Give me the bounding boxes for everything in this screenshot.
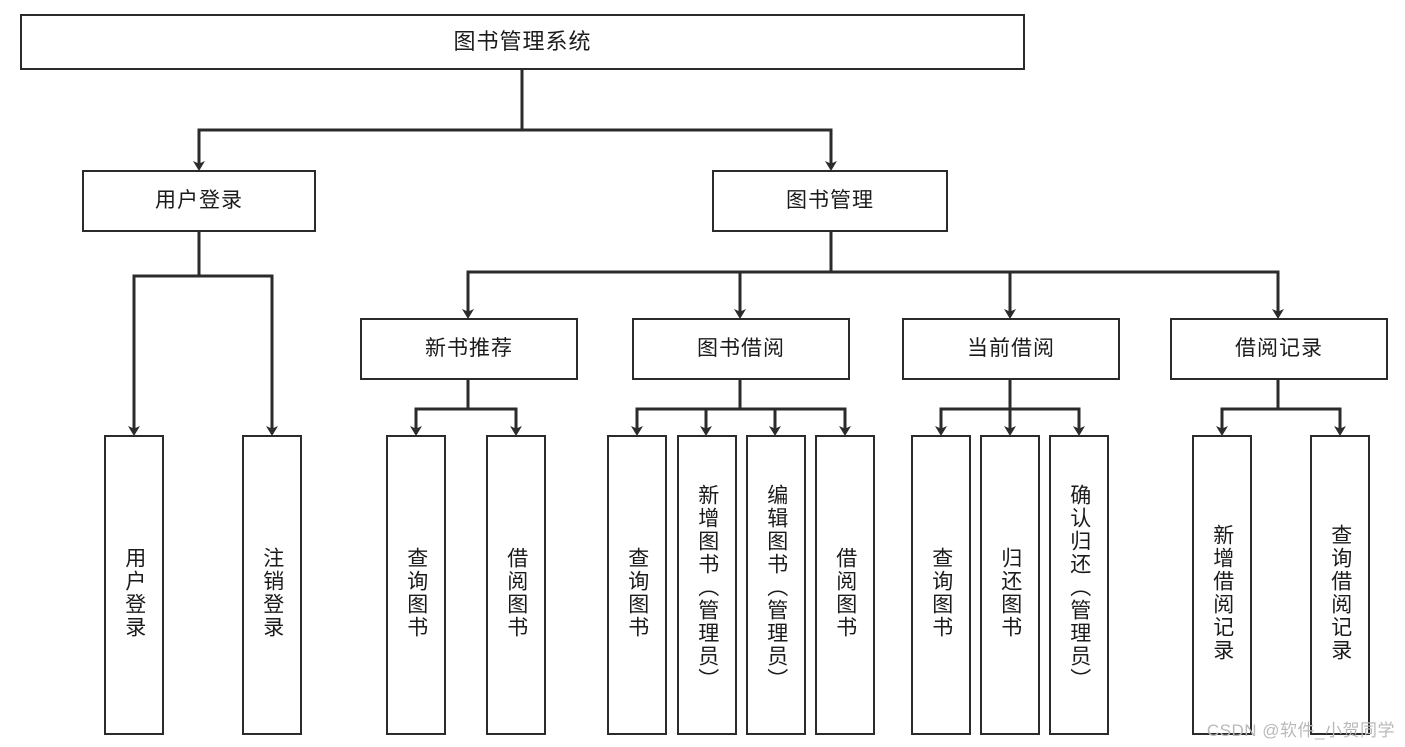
node-label: 图书借阅 [697,337,785,361]
node-label: 查询借阅记录 [1328,524,1352,662]
node-label: 查询图书 [625,547,649,639]
leaf-add-borrow-record[interactable]: 新增借阅记录 [1192,435,1252,735]
leaf-label-wrap: 借阅图书 [488,437,544,733]
node-current-borrow[interactable]: 当前借阅 [902,318,1120,380]
node-book-borrow[interactable]: 图书借阅 [632,318,850,380]
leaf-edit-book-admin[interactable]: 编辑图书（管理员） [746,435,806,735]
node-user-login[interactable]: 用户登录 [82,170,316,232]
leaf-label-wrap: 用户登录 [106,437,162,733]
node-label: 图书管理 [786,189,874,213]
leaf-label-wrap: 新增借阅记录 [1194,437,1250,733]
leaf-return-book[interactable]: 归还图书 [980,435,1040,735]
leaf-label-wrap: 查询图书 [913,437,969,733]
node-label: 确认归还（管理员） [1067,483,1091,691]
leaf-user-login[interactable]: 用户登录 [104,435,164,735]
node-label: 新增图书（管理员） [695,483,719,691]
node-borrow-record[interactable]: 借阅记录 [1170,318,1388,380]
leaf-logout-login[interactable]: 注销登录 [242,435,302,735]
node-label: 图书管理系统 [453,28,592,54]
leaf-query-book-new-recommend[interactable]: 查询图书 [386,435,446,735]
node-label: 借阅图书 [504,547,528,639]
leaf-add-book-admin[interactable]: 新增图书（管理员） [677,435,737,735]
leaf-label-wrap: 确认归还（管理员） [1051,437,1107,733]
node-book-manage[interactable]: 图书管理 [712,170,948,232]
node-label: 用户登录 [122,547,146,639]
node-label: 编辑图书（管理员） [764,483,788,691]
node-label: 注销登录 [260,547,284,639]
node-label: 用户登录 [155,189,243,213]
node-label: 当前借阅 [967,337,1055,361]
node-label: 查询图书 [404,547,428,639]
leaf-label-wrap: 借阅图书 [817,437,873,733]
node-root-book-management-system[interactable]: 图书管理系统 [20,14,1025,70]
leaf-label-wrap: 新增图书（管理员） [679,437,735,733]
leaf-confirm-return-admin[interactable]: 确认归还（管理员） [1049,435,1109,735]
leaf-label-wrap: 查询图书 [609,437,665,733]
leaf-borrow-book-borrow[interactable]: 借阅图书 [815,435,875,735]
leaf-label-wrap: 归还图书 [982,437,1038,733]
node-label: 查询图书 [929,547,953,639]
node-new-book-recommend[interactable]: 新书推荐 [360,318,578,380]
leaf-borrow-book-new-recommend[interactable]: 借阅图书 [486,435,546,735]
leaf-label-wrap: 查询借阅记录 [1312,437,1368,733]
node-label: 新书推荐 [425,337,513,361]
leaf-label-wrap: 查询图书 [388,437,444,733]
leaf-query-book-borrow[interactable]: 查询图书 [607,435,667,735]
node-label: 归还图书 [998,547,1022,639]
leaf-query-borrow-record[interactable]: 查询借阅记录 [1310,435,1370,735]
leaf-query-book-current[interactable]: 查询图书 [911,435,971,735]
leaf-label-wrap: 注销登录 [244,437,300,733]
csdn-watermark: CSDN @软件_小贺同学 [1206,721,1395,740]
node-label: 借阅记录 [1235,337,1323,361]
leaf-label-wrap: 编辑图书（管理员） [748,437,804,733]
node-label: 借阅图书 [833,547,857,639]
node-label: 新增借阅记录 [1210,524,1234,662]
